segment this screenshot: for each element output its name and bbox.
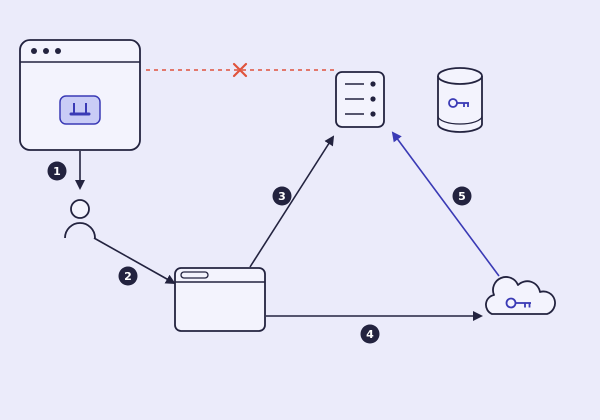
step-number: 1 — [53, 165, 61, 178]
database-icon — [437, 67, 483, 133]
x-mark-icon — [232, 62, 248, 78]
step-number: 4 — [366, 328, 374, 341]
step-number: 2 — [124, 270, 132, 283]
step-badge-4: 4 — [360, 324, 380, 344]
window-dot-icon — [43, 48, 49, 54]
step-badge-2: 2 — [118, 266, 138, 286]
step-badge-5: 5 — [452, 186, 472, 206]
arrow-step-2 — [93, 237, 176, 284]
arrow-step-5 — [391, 131, 500, 277]
server-icon — [335, 71, 385, 128]
plug-icon — [59, 95, 101, 125]
user-icon — [64, 199, 96, 239]
browser-window — [174, 267, 266, 332]
step-badge-3: 3 — [272, 186, 292, 206]
step-number: 3 — [278, 190, 286, 203]
blocked-connection — [146, 62, 335, 78]
key-icon — [505, 297, 531, 309]
step-number: 5 — [458, 190, 466, 203]
address-bar — [180, 271, 209, 279]
step-badge-1: 1 — [47, 161, 67, 181]
window-dot-icon — [55, 48, 61, 54]
app-window — [19, 39, 141, 151]
cloud-icon — [485, 276, 556, 315]
key-icon — [448, 98, 469, 108]
arrow-step-3 — [249, 135, 335, 268]
window-dot-icon — [31, 48, 37, 54]
